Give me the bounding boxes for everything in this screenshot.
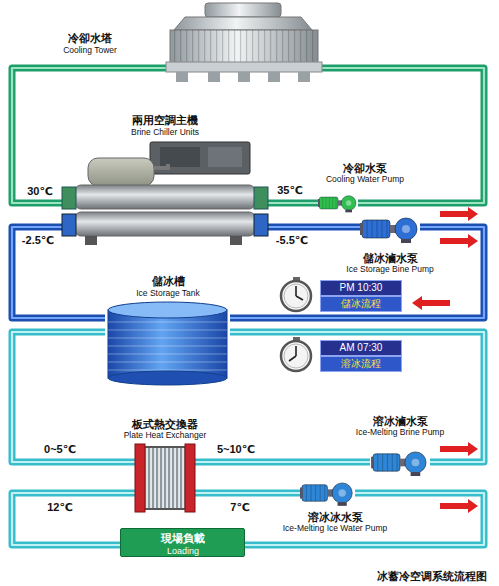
equipment-name-en: Cooling Tower <box>63 46 117 56</box>
clock-icon <box>281 277 311 311</box>
load-name: 現場負載 <box>161 532 205 545</box>
equipment-name-en: Brine Chiller Units <box>131 128 199 138</box>
timer-time: AM 07:30 <box>320 340 402 356</box>
pipe <box>318 68 484 203</box>
pipe-highlight <box>268 226 360 228</box>
pipe-body <box>230 332 484 462</box>
pipe-body <box>195 459 370 466</box>
temperature-label: 35℃ <box>277 184 303 197</box>
equipment-name-en: Ice-Melting Brine Pump <box>356 428 444 438</box>
pipe-body <box>230 227 484 318</box>
load-box: 現場負載Loading <box>120 528 245 557</box>
timer-time: PM 10:30 <box>320 280 402 296</box>
cooling-tower-figure <box>166 3 322 82</box>
timer: PM 10:30儲冰流程 <box>278 279 402 313</box>
equipment-name: 冷卻水泵 <box>343 162 387 175</box>
pipe <box>268 227 360 228</box>
equipment-name-en: Ice-Melting Ice Water Pump <box>283 524 388 534</box>
pipe-highlight <box>195 461 370 463</box>
temperature-label: 12℃ <box>47 501 73 514</box>
clock-icon <box>281 337 311 371</box>
storage-tank: 儲冰槽Ice Storage Tank <box>105 302 230 385</box>
equipment-name-en: Ice Storage Bine Pump <box>346 265 433 275</box>
equipment-name: 兩用空調主機 <box>132 114 198 127</box>
timer: AM 07:30溶冰流程 <box>278 339 402 373</box>
pipe <box>230 227 484 318</box>
flow-arrow <box>412 207 478 513</box>
equipment-name: 冷卻水塔 <box>68 32 112 45</box>
pipe-body <box>245 493 484 545</box>
equipment-name-en: Plate Heat Exchanger <box>124 431 207 441</box>
pipe-body <box>195 490 300 497</box>
pipe <box>12 227 105 318</box>
pipe-highlight <box>318 68 484 203</box>
equipment-name: 板式熱交換器 <box>132 418 198 431</box>
temperature-label: -5.5℃ <box>276 234 308 247</box>
pipe-body <box>12 227 105 318</box>
pipe-body <box>318 68 484 203</box>
equipment-name: 溶冰滷水泵 <box>373 415 428 428</box>
timer-mode: 溶冰流程 <box>320 356 402 372</box>
pipe-body <box>12 493 135 545</box>
heat-exchanger-figure <box>135 444 195 512</box>
equipment-name: 儲冰滷水泵 <box>363 252 418 265</box>
pipe-body <box>268 224 360 231</box>
pipe <box>268 203 318 204</box>
pump: 溶冰滷水泵Ice-Melting Brine Pump <box>370 449 430 476</box>
pipe <box>195 462 370 463</box>
pipe-highlight <box>12 493 135 545</box>
tank-figure <box>108 302 227 385</box>
pump-figure <box>371 452 426 476</box>
pipe-highlight <box>245 493 484 545</box>
equipment-name-en: Ice Storage Tank <box>136 289 200 299</box>
pipe-highlight <box>268 202 318 204</box>
timer-mode: 儲冰流程 <box>320 296 402 312</box>
chiller-unit: 兩用空調主機Brine Chiller Units <box>62 142 268 245</box>
pump-figure <box>300 483 352 506</box>
temperature-label: 0~5℃ <box>44 443 76 456</box>
pipe-highlight <box>12 227 105 318</box>
chiller-figure <box>62 142 268 245</box>
pipe-body <box>268 200 318 207</box>
pipe-highlight <box>195 492 300 494</box>
pipe <box>195 493 300 494</box>
caption: 冰蓄冷空调系统流程图 <box>377 570 487 583</box>
temperature-label: 5~10℃ <box>217 443 255 456</box>
equipment-name: 儲冰槽 <box>152 275 185 288</box>
pump-figure <box>360 218 417 243</box>
temperature-label: 30℃ <box>27 185 53 198</box>
pump: 冷卻水泵Cooling Water Pump <box>318 191 358 215</box>
cooling-tower: 冷卻水塔Cooling Tower <box>168 2 318 82</box>
pump-figure <box>318 196 356 213</box>
load-name-en: Loading <box>167 546 199 556</box>
equipment-name-en: Cooling Water Pump <box>326 175 404 185</box>
pipe <box>230 332 484 462</box>
pipe <box>245 493 484 545</box>
pipe-highlight <box>230 227 484 318</box>
pump: 儲冰滷水泵Ice Storage Bine Pump <box>360 215 420 243</box>
equipment-name: 溶冰冰水泵 <box>308 511 363 524</box>
temperature-label: 7℃ <box>230 501 249 514</box>
pump: 溶冰冰水泵Ice-Melting Ice Water Pump <box>300 480 355 506</box>
temperature-label: -2.5℃ <box>22 234 54 247</box>
pipe <box>12 493 135 545</box>
heat-exchanger: 板式熱交換器Plate Heat Exchanger <box>135 444 195 512</box>
pipe-highlight <box>230 332 484 462</box>
